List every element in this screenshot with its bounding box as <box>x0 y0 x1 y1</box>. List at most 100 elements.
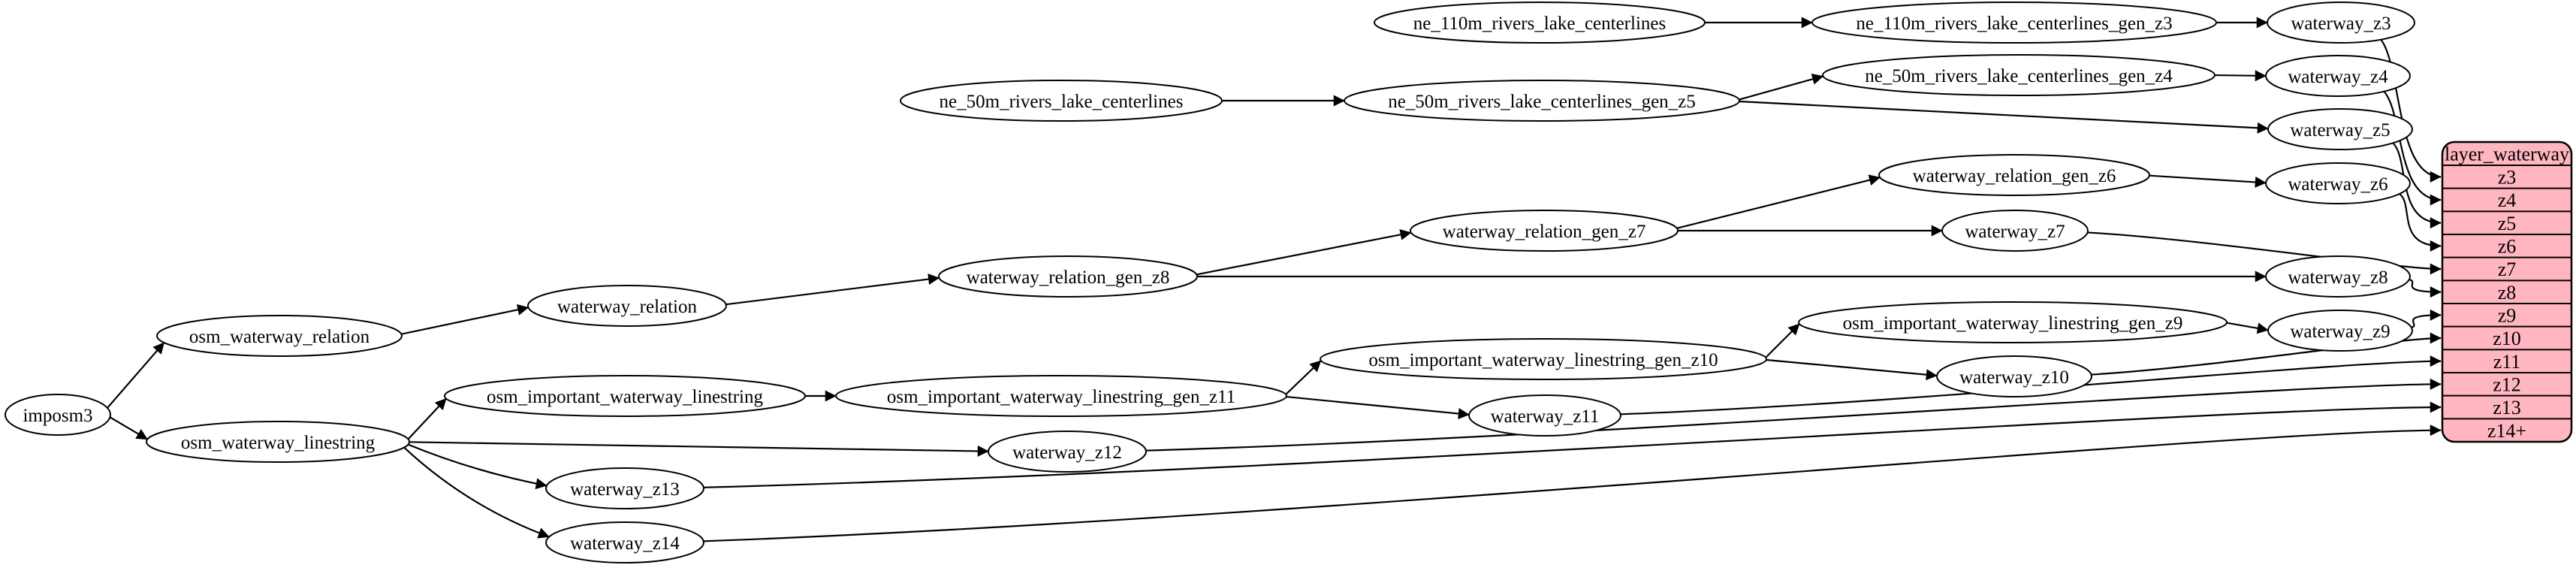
edge-waterway_z12-to-layer_waterway-z12 <box>1145 378 2442 452</box>
ne_50m_rivers_lake_centerlines_gen_z5-ellipse <box>1344 80 1740 122</box>
node-waterway_relation_gen_z8: waterway_relation_gen_z8 <box>938 255 1198 298</box>
waterway_z14-label: waterway_z14 <box>570 533 680 554</box>
record-row-z8: z8 <box>2498 282 2517 304</box>
node-osm_waterway_linestring: osm_waterway_linestring <box>146 421 410 463</box>
osm_important_waterway_linestring_gen_z10-ellipse <box>1320 338 1767 380</box>
osm_important_waterway_linestring_gen_z11-label: osm_important_waterway_linestring_gen_z1… <box>887 387 1235 407</box>
edge-ne_50m_rivers_lake_centerlines_gen_z5-to-ne_50m_rivers_lake_centerlines_gen_z4 <box>1739 74 1824 101</box>
record-row-z3: z3 <box>2498 166 2517 188</box>
node-waterway_z12: waterway_z12 <box>988 431 1147 473</box>
node-ne_50m_rivers_lake_centerlines_gen_z5: ne_50m_rivers_lake_centerlines_gen_z5 <box>1344 80 1740 122</box>
nodes-layer: imposm3 osm_waterway_relation osm_waterway… <box>5 2 2415 563</box>
node-waterway_z11: waterway_z11 <box>1468 394 1621 437</box>
edge-waterway_z3-to-layer_waterway-z3 <box>2380 38 2442 183</box>
imposm3-label: imposm3 <box>23 406 92 426</box>
waterway_z11-ellipse <box>1468 394 1621 437</box>
node-waterway_z9: waterway_z9 <box>2267 310 2413 352</box>
edge-waterway_relation_gen_z8-to-waterway_relation_gen_z7 <box>1196 228 1412 276</box>
waterway_z3-label: waterway_z3 <box>2291 14 2390 34</box>
record-row-z4: z4 <box>2498 189 2517 211</box>
osm_waterway_linestring-ellipse <box>146 421 410 463</box>
waterway_relation-ellipse <box>527 285 727 327</box>
osm_important_waterway_linestring_gen_z11-ellipse <box>835 375 1287 417</box>
edge-ne_50m_rivers_lake_centerlines_gen_z4-to-waterway_z4 <box>2214 70 2267 82</box>
waterway_z12-label: waterway_z12 <box>1012 443 1122 463</box>
osm_important_waterway_linestring-ellipse <box>444 375 806 417</box>
edge-waterway_relation_gen_z7-to-waterway_relation_gen_z6 <box>1676 174 1881 229</box>
node-osm_important_waterway_linestring_gen_z10: osm_important_waterway_linestring_gen_z1… <box>1320 338 1767 380</box>
waterway_relation_gen_z8-label: waterway_relation_gen_z8 <box>967 267 1170 288</box>
node-waterway_z13: waterway_z13 <box>545 467 704 509</box>
edge-waterway_relation-to-waterway_relation_gen_z8 <box>725 273 940 306</box>
node-waterway_z7: waterway_z7 <box>1941 210 2089 252</box>
node-waterway_z6: waterway_z6 <box>2265 162 2411 204</box>
edge-waterway_z11-to-layer_waterway-z11 <box>1620 355 2442 415</box>
node-ne_50m_rivers_lake_centerlines: ne_50m_rivers_lake_centerlines <box>900 80 1223 122</box>
record-row-z11: z11 <box>2493 351 2521 373</box>
waterway_z10-label: waterway_z10 <box>1959 367 2069 388</box>
waterway_z13-ellipse <box>545 467 704 509</box>
edge-osm_important_waterway_linestring_gen_z11-to-waterway_z11 <box>1286 395 1470 419</box>
edge-osm_waterway_linestring-to-waterway_z14 <box>403 446 550 539</box>
edge-ne_50m_rivers_lake_centerlines_gen_z5-to-waterway_z5 <box>1739 100 2269 134</box>
node-imposm3: imposm3 <box>5 394 111 436</box>
waterway_z9-label: waterway_z9 <box>2290 322 2390 342</box>
edge-osm_waterway_linestring-to-waterway_z12 <box>409 441 989 457</box>
node-ne_110m_rivers_lake_centerlines_gen_z3: ne_110m_rivers_lake_centerlines_gen_z3 <box>1811 2 2217 44</box>
node-osm_important_waterway_linestring_gen_z9: osm_important_waterway_linestring_gen_z9 <box>1798 301 2228 343</box>
edge-osm_important_waterway_linestring_gen_z10-to-waterway_z10 <box>1766 358 1938 381</box>
record-row-z9: z9 <box>2498 304 2517 326</box>
edges-layer <box>107 17 2442 542</box>
ne_50m_rivers_lake_centerlines_gen_z4-ellipse <box>1822 54 2216 96</box>
record-outline <box>2441 140 2573 443</box>
waterway_z9-ellipse <box>2267 310 2413 352</box>
record-layer: layer_waterwayz3z4z5z6z7z8z9z10z11z12z13… <box>2441 140 2573 443</box>
ne_110m_rivers_lake_centerlines_gen_z3-ellipse <box>1811 2 2217 44</box>
osm_important_waterway_linestring_gen_z10-label: osm_important_waterway_linestring_gen_z1… <box>1368 350 1718 370</box>
node-waterway_relation_gen_z6: waterway_relation_gen_z6 <box>1878 154 2150 196</box>
ne_50m_rivers_lake_centerlines_gen_z4-label: ne_50m_rivers_lake_centerlines_gen_z4 <box>1865 66 2173 86</box>
edge-waterway_z8-to-layer_waterway-z8 <box>2409 278 2442 298</box>
edge-waterway_z6-to-layer_waterway-z6 <box>2399 193 2442 252</box>
edge-osm_important_waterway_linestring_gen_z10-to-osm_important_waterway_linestring_gen_z9 <box>1765 323 1800 358</box>
node-waterway_z5: waterway_z5 <box>2267 108 2413 150</box>
ne_110m_rivers_lake_centerlines_gen_z3-label: ne_110m_rivers_lake_centerlines_gen_z3 <box>1856 14 2172 34</box>
ne_110m_rivers_lake_centerlines-ellipse <box>1374 2 1706 44</box>
ne_50m_rivers_lake_centerlines-ellipse <box>900 80 1223 122</box>
waterway_z7-ellipse <box>1941 210 2089 252</box>
waterway_relation_gen_z6-ellipse <box>1878 154 2150 196</box>
osm_waterway_relation-ellipse <box>156 315 403 357</box>
node-waterway_z8: waterway_z8 <box>2265 255 2411 298</box>
record-layer_waterway: layer_waterwayz3z4z5z6z7z8z9z10z11z12z13… <box>2441 140 2573 443</box>
node-osm_important_waterway_linestring: osm_important_waterway_linestring <box>444 375 806 417</box>
waterway_z8-label: waterway_z8 <box>2288 267 2387 288</box>
node-ne_50m_rivers_lake_centerlines_gen_z4: ne_50m_rivers_lake_centerlines_gen_z4 <box>1822 54 2216 96</box>
record-title: layer_waterway <box>2445 144 2569 165</box>
waterway_z8-ellipse <box>2265 255 2411 298</box>
edge-imposm3-to-osm_waterway_relation <box>107 342 165 409</box>
node-waterway_relation: waterway_relation <box>527 285 727 327</box>
ne_50m_rivers_lake_centerlines-label: ne_50m_rivers_lake_centerlines <box>940 92 1184 112</box>
ne_50m_rivers_lake_centerlines_gen_z5-label: ne_50m_rivers_lake_centerlines_gen_z5 <box>1388 92 1696 112</box>
waterway_z6-label: waterway_z6 <box>2288 174 2387 195</box>
waterway_z7-label: waterway_z7 <box>1965 222 2065 242</box>
osm_important_waterway_linestring_gen_z9-label: osm_important_waterway_linestring_gen_z9 <box>1843 313 2183 334</box>
waterway_z13-label: waterway_z13 <box>570 479 680 500</box>
edge-waterway_z13-to-layer_waterway-z13 <box>703 401 2442 488</box>
waterway_z5-ellipse <box>2267 108 2413 150</box>
waterway_z11-label: waterway_z11 <box>1491 406 1600 427</box>
waterway_relation_gen_z7-label: waterway_relation_gen_z7 <box>1443 222 1646 242</box>
edge-osm_waterway_linestring-to-waterway_z13 <box>408 443 547 490</box>
osm_waterway_relation-label: osm_waterway_relation <box>189 327 370 347</box>
edge-waterway_relation_gen_z6-to-waterway_z6 <box>2149 174 2267 188</box>
record-row-z5: z5 <box>2498 213 2517 234</box>
record-row-z13: z13 <box>2493 397 2521 418</box>
edge-waterway_z9-to-layer_waterway-z9 <box>2411 309 2442 328</box>
node-waterway_z14: waterway_z14 <box>545 521 704 563</box>
waterway_z3-ellipse <box>2267 2 2415 44</box>
waterway_relation_gen_z8-ellipse <box>938 255 1198 298</box>
osm_important_waterway_linestring-label: osm_important_waterway_linestring <box>487 387 763 407</box>
waterway_z14-ellipse <box>545 521 704 563</box>
